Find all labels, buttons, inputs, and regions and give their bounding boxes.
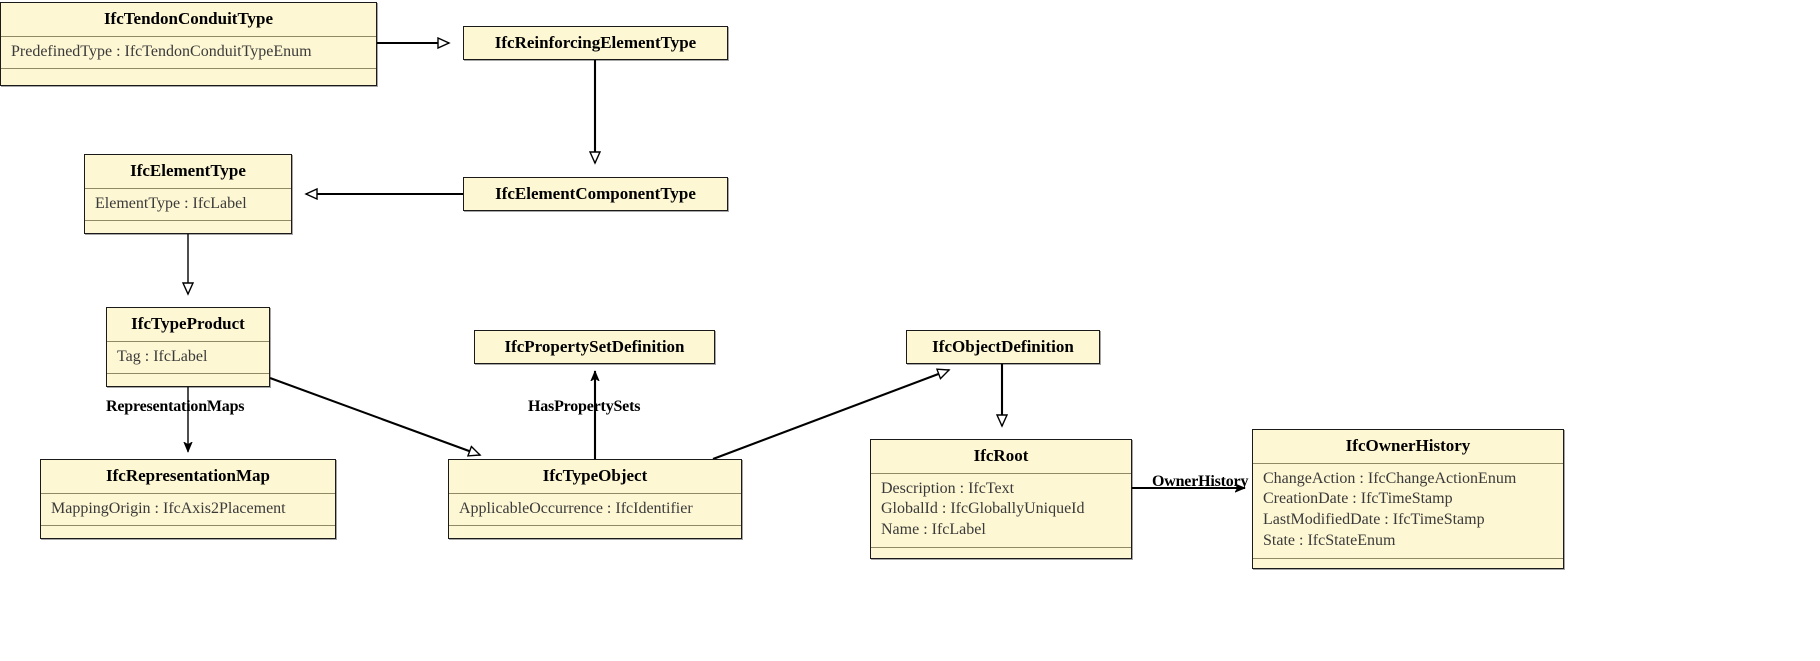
uml-class-title: IfcPropertySetDefinition <box>504 337 685 356</box>
compartment-separator <box>871 546 1131 548</box>
uml-class-title: IfcTypeProduct <box>131 314 245 333</box>
uml-class-title: IfcRepresentationMap <box>106 466 270 485</box>
label-ownerhistory: OwnerHistory <box>1152 473 1249 490</box>
label-haspropertysets: HasPropertySets <box>528 398 641 415</box>
uml-attribute: PredefinedType : IfcTendonConduitTypeEnu… <box>11 42 312 60</box>
compartment-separator <box>107 340 269 342</box>
edge-typeproduct-to-typeobject <box>269 377 480 455</box>
uml-operations-compartment <box>1 69 376 84</box>
compartment-separator <box>1 35 376 37</box>
uml-attribute: CreationDate : IfcTimeStamp <box>1263 490 1453 508</box>
uml-class-title: IfcElementType <box>130 161 246 180</box>
uml-class-title: IfcTypeObject <box>542 466 648 485</box>
uml-attributes-compartment: ApplicableOccurrence : IfcIdentifier <box>449 494 741 526</box>
uml-operations-compartment <box>449 526 741 541</box>
label-representationmaps: RepresentationMaps <box>106 398 245 415</box>
compartment-separator <box>107 373 269 375</box>
compartment-separator <box>85 187 291 189</box>
uml-class-title: IfcTendonConduitType <box>103 9 274 28</box>
uml-class-IfcObjectDefinition[interactable]: IfcObjectDefinition <box>906 330 1100 364</box>
uml-operations-compartment <box>85 221 291 236</box>
uml-attributes-compartment: PredefinedType : IfcTendonConduitTypeEnu… <box>1 37 376 69</box>
compartment-separator <box>449 492 741 494</box>
compartment-separator <box>1253 462 1563 464</box>
uml-class-title: IfcOwnerHistory <box>1345 436 1471 455</box>
uml-attribute: Description : IfcText <box>881 479 1015 497</box>
uml-attribute: Tag : IfcLabel <box>117 347 208 365</box>
uml-class-title: IfcObjectDefinition <box>932 337 1074 356</box>
compartment-separator <box>1 68 376 70</box>
uml-class-title: IfcReinforcingElementType <box>494 33 697 52</box>
uml-operations-compartment <box>41 526 335 541</box>
uml-attributes-compartment: Tag : IfcLabel <box>107 342 269 374</box>
uml-operations-compartment <box>871 548 1131 563</box>
compartment-separator <box>85 220 291 222</box>
uml-class-title: IfcRoot <box>973 446 1029 465</box>
uml-class-IfcReinforcingElementType[interactable]: IfcReinforcingElementType <box>463 26 728 60</box>
uml-attribute: ElementType : IfcLabel <box>95 194 247 212</box>
uml-attribute: LastModifiedDate : IfcTimeStamp <box>1263 511 1485 529</box>
compartment-separator <box>41 492 335 494</box>
uml-attributes-compartment: MappingOrigin : IfcAxis2Placement <box>41 494 335 526</box>
compartment-separator <box>871 472 1131 474</box>
uml-attribute: ApplicableOccurrence : IfcIdentifier <box>459 499 693 517</box>
uml-attribute: MappingOrigin : IfcAxis2Placement <box>51 499 286 517</box>
uml-attributes-compartment: ElementType : IfcLabel <box>85 189 291 221</box>
uml-attribute: Name : IfcLabel <box>881 521 986 539</box>
uml-operations-compartment <box>1253 559 1563 574</box>
uml-class-IfcPropertySetDefinition[interactable]: IfcPropertySetDefinition <box>474 330 715 364</box>
uml-attribute: State : IfcStateEnum <box>1263 531 1396 549</box>
uml-attribute: ChangeAction : IfcChangeActionEnum <box>1263 469 1517 487</box>
compartment-separator <box>41 525 335 527</box>
uml-class-title: IfcElementComponentType <box>495 184 696 203</box>
compartment-separator <box>1253 557 1563 559</box>
compartment-separator <box>449 525 741 527</box>
uml-class-IfcElementComponentType[interactable]: IfcElementComponentType <box>463 177 728 211</box>
uml-operations-compartment <box>107 374 269 389</box>
uml-attribute: GlobalId : IfcGloballyUniqueId <box>881 500 1085 518</box>
